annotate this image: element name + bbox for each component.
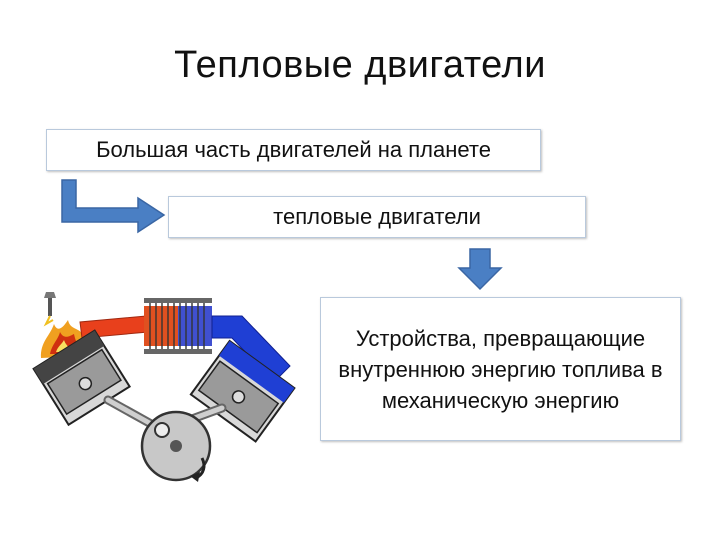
engine-illustration [32, 292, 296, 482]
down-arrow-icon [457, 248, 503, 291]
flywheel [140, 410, 212, 482]
right-cylinder [189, 339, 296, 443]
box-most-engines: Большая часть двигателей на планете [46, 129, 541, 171]
page-title: Тепловые двигатели [174, 44, 546, 86]
definition-text: Устройства, превращающие внутреннюю энер… [338, 325, 663, 413]
box-definition: Устройства, превращающие внутреннюю энер… [320, 297, 681, 441]
spark-plug-icon [43, 292, 56, 327]
bent-arrow-icon [61, 179, 166, 234]
box-heat-engines: тепловые двигатели [168, 196, 586, 238]
regenerator-block [144, 298, 212, 354]
